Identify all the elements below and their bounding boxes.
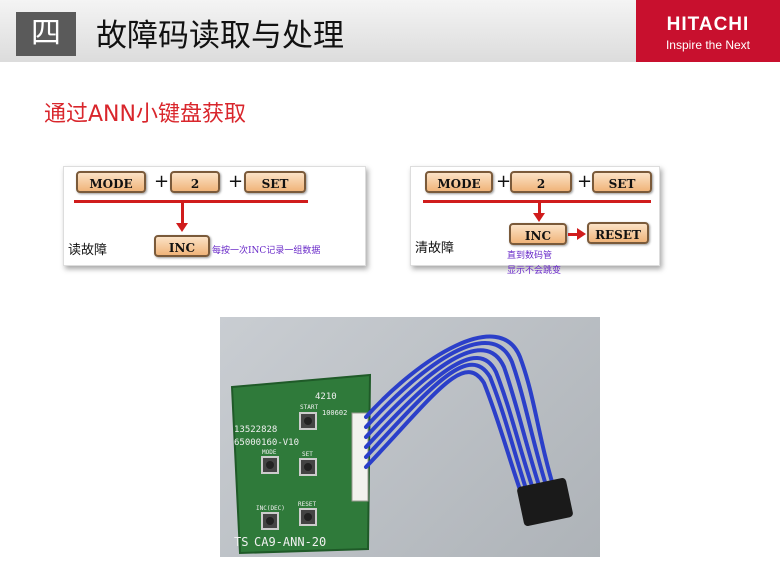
inc-key: INC [509,223,567,245]
mode-key: MODE [425,171,493,193]
two-key: 2 [170,171,220,193]
inc-note: 每按一次INC记录一组数据 [212,246,321,256]
reset-key: RESET [587,222,649,244]
board-label-mode: MODE [262,449,277,456]
plus-sign: + [228,171,244,192]
set-key: SET [592,171,652,193]
brand-tagline: Inspire the Next [665,38,751,52]
arrow-down-icon [176,223,188,232]
board-text-part: 65000160-V10 [234,438,299,448]
arrow-shaft [181,203,184,225]
set-key: SET [244,171,306,193]
clear-fault-label: 清故障 [415,241,455,256]
read-fault-panel: MODE + 2 + SET 读故障 INC 每按一次INC记录一组数据 [63,166,366,266]
board-label-set: SET [302,451,313,458]
board-label-reset: RESET [298,501,316,508]
plus-sign: + [577,171,593,192]
board-prefix: TS [234,535,248,549]
clear-fault-panel: MODE + 2 + SET 清故障 INC RESET 直到数码管 显示不会跳… [410,166,660,276]
board-label-inc: INC(DEC) [256,505,285,512]
keypad-board-photo: 4210 13522828 65000160-V10 100602 START … [220,317,600,557]
brand-logo: HITACHI Inspire the Next [636,0,780,62]
arrow-right-icon [577,228,586,240]
header-bar: 四 故障码读取与处理 HITACHI Inspire the Next [0,0,780,62]
plus-sign: + [154,171,170,192]
read-fault-label: 读故障 [68,243,108,258]
mode-key: MODE [76,171,146,193]
sequence-line [423,200,651,203]
page-title: 故障码读取与处理 [96,18,344,54]
clear-note-line1: 直到数码管 [507,251,553,261]
section-number: 四 [16,12,76,56]
sequence-line [74,200,308,203]
inc-key: INC [154,235,210,257]
board-label-start: START [300,404,318,411]
clear-note-line2: 显示不会跳变 [507,266,562,276]
two-key: 2 [510,171,572,193]
arrow-shaft [568,233,580,236]
board-text-4210: 4210 [315,392,337,402]
board-model: CA9-ANN-20 [254,535,326,549]
plus-sign: + [496,171,512,192]
subtitle: 通过ANN小键盘获取 [44,102,246,127]
arrow-shaft [538,203,541,214]
arrow-down-icon [533,213,545,222]
board-text-id: 13522828 [234,425,277,435]
keypad-board-illustration: 4210 13522828 65000160-V10 100602 START … [230,334,573,555]
brand-name: HITACHI [666,14,750,35]
board-text-date: 100602 [322,409,347,417]
